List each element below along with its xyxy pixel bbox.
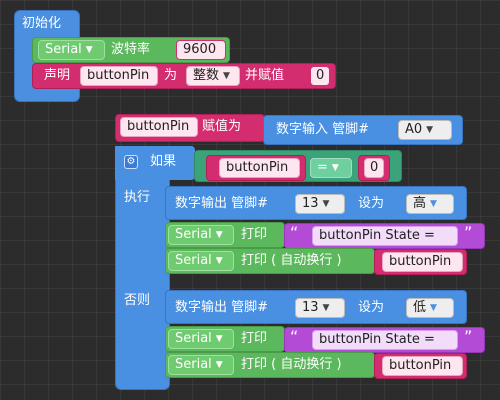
chevron-down-icon: ▼ <box>430 199 437 209</box>
else-println-var-field[interactable]: buttonPin <box>382 356 463 376</box>
then-label: 执行 <box>124 190 151 205</box>
as-label: 为 <box>164 68 178 83</box>
baud-label: 波特率 <box>111 42 151 57</box>
else-label: 否则 <box>124 293 151 308</box>
then-serial2: Serial <box>175 253 212 268</box>
var-name-field[interactable]: buttonPin <box>80 66 158 86</box>
assign-var-field[interactable]: buttonPin <box>120 117 198 137</box>
read-pin: A0 <box>405 122 423 137</box>
else-print-text-field[interactable]: buttonPin State = <box>312 330 458 350</box>
then-print-label: 打印 <box>241 227 268 242</box>
chevron-down-icon: ▼ <box>322 303 330 313</box>
var-name: buttonPin <box>87 68 150 83</box>
then-print-text-field[interactable]: buttonPin State = <box>312 226 458 246</box>
then-pin-dropdown[interactable]: 13▼ <box>295 194 345 214</box>
then-serial2-dropdown[interactable]: Serial▼ <box>168 251 234 271</box>
type-dropdown-label: 整数 <box>193 68 220 83</box>
then-pin: 13 <box>302 196 319 211</box>
serial-dropdown[interactable]: Serial▼ <box>38 40 105 60</box>
then-set-label: 设为 <box>358 196 385 211</box>
cond-value-field[interactable]: 0 <box>364 158 384 178</box>
then-quote-close: ” <box>464 223 473 242</box>
if-label: 如果 <box>150 154 177 169</box>
else-print-label: 打印 <box>241 331 268 346</box>
then-println-var-field[interactable]: buttonPin <box>382 252 463 272</box>
chevron-down-icon: ▼ <box>331 163 339 173</box>
else-digital-write-label: 数字输出 管脚# <box>175 300 269 315</box>
read-pin-dropdown[interactable]: A0▼ <box>398 120 452 140</box>
then-level-dropdown[interactable]: 高▼ <box>406 194 454 214</box>
chevron-down-icon: ▼ <box>215 334 223 344</box>
assign-label: 并赋值 <box>245 68 285 83</box>
baud-value: 9600 <box>183 42 217 57</box>
chevron-down-icon: ▼ <box>215 360 223 370</box>
else-set-label: 设为 <box>358 300 385 315</box>
init-value-field[interactable]: 0 <box>310 66 330 86</box>
chevron-down-icon: ▼ <box>215 256 223 266</box>
assign-to-label: 赋值为 <box>202 119 242 134</box>
cond-var: buttonPin <box>226 160 289 175</box>
init-title: 初始化 <box>22 16 62 31</box>
chevron-down-icon: ▼ <box>426 125 434 135</box>
else-level: 低 <box>413 300 427 315</box>
operator: = <box>317 160 328 175</box>
else-serial2-dropdown[interactable]: Serial▼ <box>168 355 234 375</box>
gear-icon[interactable]: ⚙ <box>124 155 138 169</box>
chevron-down-icon: ▼ <box>223 71 230 81</box>
else-quote-open: “ <box>290 327 299 346</box>
else-pin: 13 <box>302 300 319 315</box>
then-digital-write-label: 数字输出 管脚# <box>175 196 269 211</box>
digital-read-label: 数字输入 管脚# <box>276 122 370 137</box>
declare-var-block[interactable] <box>32 63 336 89</box>
if-else-block[interactable] <box>115 146 170 390</box>
chevron-down-icon: ▼ <box>430 303 437 313</box>
else-println-var: buttonPin <box>389 358 452 373</box>
else-pin-dropdown[interactable]: 13▼ <box>295 298 345 318</box>
else-serial1-dropdown[interactable]: Serial▼ <box>168 329 234 349</box>
init-value: 0 <box>316 68 325 83</box>
then-level: 高 <box>413 196 427 211</box>
operator-dropdown[interactable]: =▼ <box>310 158 352 178</box>
then-println-var: buttonPin <box>389 254 452 269</box>
type-dropdown[interactable]: 整数▼ <box>186 66 240 86</box>
chevron-down-icon: ▼ <box>85 45 93 55</box>
then-print-text: buttonPin State = <box>319 228 435 243</box>
then-println-label: 打印 ( 自动换行 ) <box>241 253 342 268</box>
then-quote-open: “ <box>290 223 299 242</box>
cond-var-field[interactable]: buttonPin <box>219 158 300 178</box>
declare-label: 声明 <box>44 68 71 83</box>
else-level-dropdown[interactable]: 低▼ <box>406 298 454 318</box>
baud-value-field[interactable]: 9600 <box>176 40 226 60</box>
serial-dropdown-label: Serial <box>45 42 82 57</box>
else-print-text: buttonPin State = <box>319 332 435 347</box>
else-println-label: 打印 ( 自动换行 ) <box>241 357 342 372</box>
else-serial2: Serial <box>175 357 212 372</box>
then-serial1: Serial <box>175 227 212 242</box>
else-serial1: Serial <box>175 331 212 346</box>
else-quote-close: ” <box>464 327 473 346</box>
assign-var: buttonPin <box>127 119 190 134</box>
chevron-down-icon: ▼ <box>215 230 223 240</box>
cond-value: 0 <box>370 160 379 175</box>
chevron-down-icon: ▼ <box>322 199 330 209</box>
then-serial1-dropdown[interactable]: Serial▼ <box>168 225 234 245</box>
